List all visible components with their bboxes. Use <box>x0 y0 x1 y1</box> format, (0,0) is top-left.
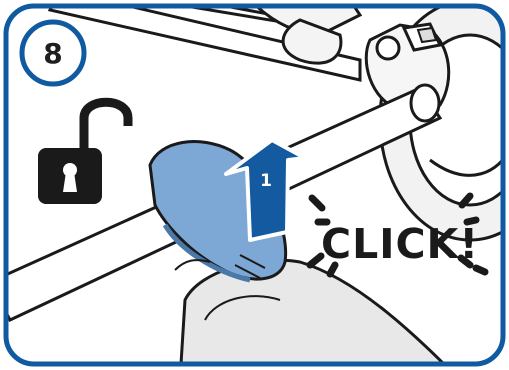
step-badge: 8 <box>22 22 84 84</box>
step-number: 8 <box>43 37 62 70</box>
arrow-step-label: 1 <box>260 171 272 191</box>
click-sound-text: CLICK! <box>321 220 479 268</box>
